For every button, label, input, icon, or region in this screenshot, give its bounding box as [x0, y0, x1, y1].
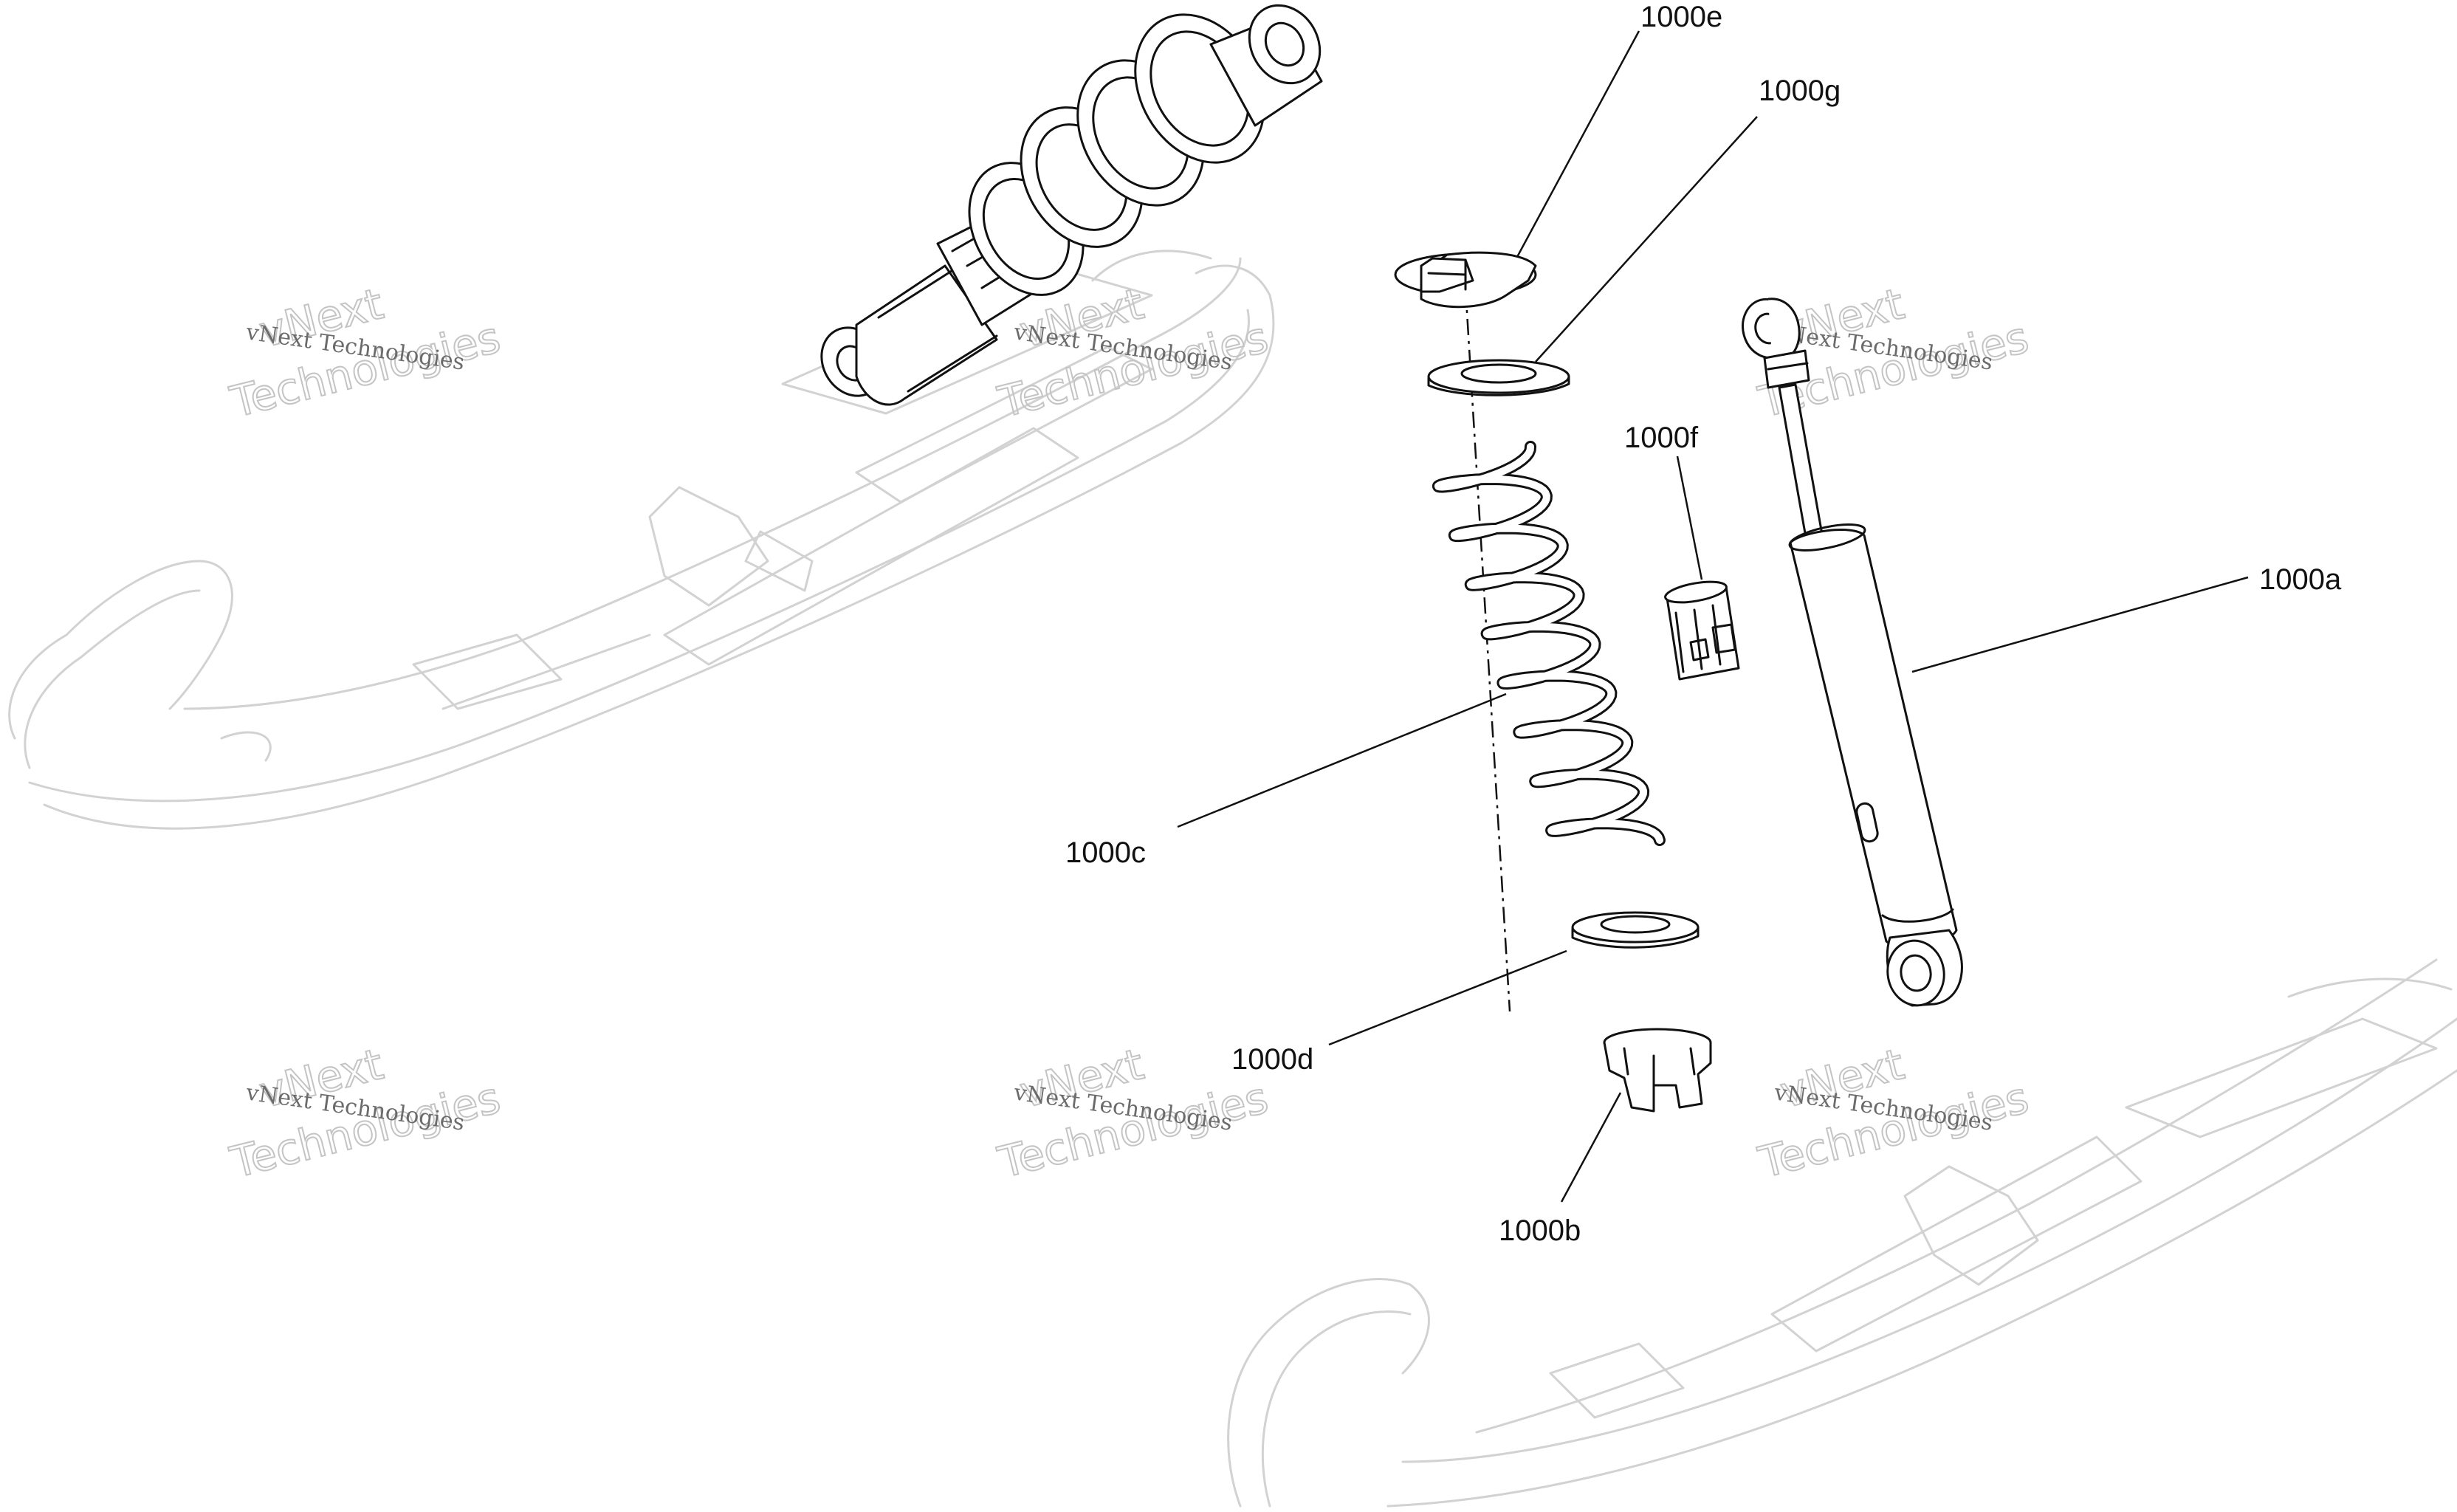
watermark-br: vNext Technologies vNext Technologies [1753, 1038, 2034, 1189]
leader-1000d [1328, 949, 1567, 1046]
part-lower-retainer-1000b [1603, 1028, 1712, 1113]
callout-1000a: 1000a [2259, 563, 2342, 596]
callout-1000f: 1000f [1624, 422, 1699, 454]
part-upper-cap-1000e [1394, 251, 1537, 309]
callout-1000g: 1000g [1759, 75, 1841, 107]
ghost-ski-lower-right [1227, 958, 2457, 1508]
part-spring-1000c [1432, 441, 1666, 846]
callout-1000b: 1000b [1499, 1214, 1581, 1247]
part-lower-seat-1000d [1571, 911, 1700, 949]
callout-1000e: 1000e [1640, 1, 1722, 33]
leader-1000b [1560, 1092, 1622, 1203]
assembled-shock-illustration [820, 4, 1323, 406]
leader-1000g [1535, 116, 1758, 362]
leader-lines [1177, 30, 2249, 1203]
part-upper-seat-1000g [1427, 359, 1570, 396]
ghost-ski-upper-left [8, 250, 1275, 830]
part-damper-1000a [1742, 298, 1963, 1007]
watermark-bl: vNext Technologies vNext Technologies [224, 1038, 506, 1189]
leader-1000f [1676, 456, 1703, 580]
spring-coil-fill [1434, 443, 1663, 844]
watermark-bc: vNext Technologies vNext Technologies [992, 1038, 1274, 1189]
assembly-axis-line [1464, 287, 1511, 1012]
callout-1000d: 1000d [1231, 1043, 1313, 1076]
leader-1000c [1177, 693, 1507, 828]
watermark-tc: vNext Technologies vNext Technologies [992, 278, 1274, 428]
part-spacer-1000f [1664, 580, 1740, 681]
callout-1000c: 1000c [1065, 836, 1146, 869]
leader-1000a [1911, 576, 2249, 673]
leader-1000e [1516, 30, 1640, 258]
watermark-tl: vNext Technologies vNext Technologies [224, 278, 506, 428]
